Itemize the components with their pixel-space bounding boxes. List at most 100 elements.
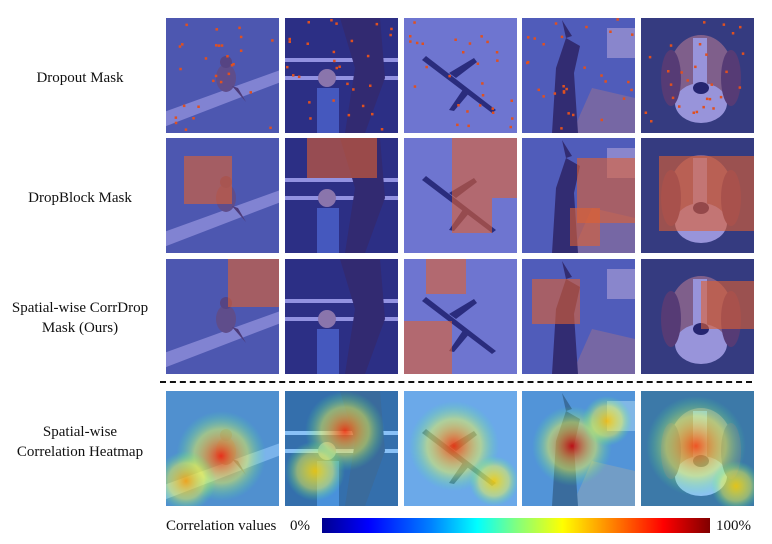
cell-image — [166, 391, 279, 506]
dropped-unit — [215, 44, 218, 47]
dropped-unit — [174, 121, 178, 125]
dropped-unit — [705, 97, 709, 101]
dropped-unit — [680, 71, 683, 74]
dropped-unit — [352, 88, 355, 91]
dropped-unit — [600, 118, 603, 122]
cell-image — [285, 391, 398, 506]
dropped-unit — [332, 50, 336, 54]
dropped-unit — [457, 104, 460, 107]
dropped-unit — [678, 105, 681, 108]
dropped-unit — [219, 80, 223, 84]
dropped-unit — [725, 70, 728, 74]
dropped-unit — [695, 110, 699, 114]
dropped-unit — [307, 21, 310, 24]
dropped-unit — [308, 101, 311, 104]
dropped-unit — [185, 23, 188, 27]
dropped-block — [532, 279, 580, 324]
dropped-unit — [562, 85, 565, 88]
photo-subject — [285, 259, 398, 374]
dropped-unit — [361, 104, 365, 108]
figure-cell — [166, 259, 279, 374]
heatmap-spot — [285, 441, 345, 501]
cell-image — [522, 138, 635, 253]
dropped-unit — [220, 44, 224, 47]
figure-cell — [285, 138, 398, 253]
dropped-unit — [731, 32, 735, 35]
dropped-unit — [648, 55, 652, 59]
dropped-unit — [178, 45, 182, 48]
dropped-unit — [553, 92, 557, 95]
dropped-unit — [413, 21, 416, 24]
dropped-unit — [389, 33, 392, 37]
dropped-unit — [686, 79, 689, 82]
dropped-unit — [448, 74, 451, 78]
dropped-unit — [346, 82, 349, 86]
dropped-unit — [230, 64, 234, 67]
dropped-unit — [671, 96, 675, 100]
dropped-unit — [481, 94, 485, 97]
dropped-unit — [415, 41, 419, 45]
dropped-unit — [350, 39, 354, 43]
dropped-unit — [462, 51, 465, 54]
dropped-unit — [335, 22, 338, 25]
dropped-unit — [712, 107, 715, 110]
cell-image — [641, 391, 754, 506]
figure-cell — [285, 259, 398, 374]
row-label-heatmap: Spatial-wise Correlation Heatmap — [16, 424, 144, 460]
cell-image — [404, 259, 517, 374]
cell-image — [285, 18, 398, 133]
row-label-corrdrop: Spatial-wise CorrDrop Mask (Ours) — [11, 300, 149, 336]
dropped-unit — [330, 19, 333, 22]
dropped-unit — [631, 33, 634, 36]
photo-subject — [404, 18, 517, 133]
cell-image — [522, 391, 635, 506]
colorbar — [322, 518, 710, 533]
dropped-block — [184, 156, 232, 204]
figure-cell — [166, 18, 279, 133]
dropped-unit — [738, 86, 742, 89]
dropped-unit — [309, 117, 312, 120]
dropped-block — [426, 259, 466, 294]
cell-image — [166, 259, 279, 374]
cell-image — [166, 18, 279, 133]
row-label-dropblock: DropBlock Mask — [28, 190, 132, 206]
dropped-unit — [481, 82, 484, 85]
dropped-unit — [297, 75, 301, 79]
cell-image — [522, 18, 635, 133]
figure-cell — [404, 138, 517, 253]
photo-subject — [166, 18, 279, 133]
dropped-unit — [239, 49, 243, 52]
figure-cell — [641, 391, 754, 506]
figure-cell — [166, 391, 279, 506]
dropped-unit — [347, 113, 351, 117]
dropped-unit — [491, 111, 495, 114]
dropped-unit — [292, 74, 295, 77]
dropped-unit — [510, 99, 513, 102]
dropped-unit — [288, 37, 291, 41]
dropped-block — [701, 281, 754, 329]
row-label-dropout: Dropout Mask — [36, 70, 124, 86]
dropped-unit — [669, 44, 673, 47]
dropped-unit — [338, 65, 341, 68]
dropped-unit — [722, 23, 726, 26]
dropped-unit — [627, 80, 630, 84]
dropped-unit — [238, 26, 241, 30]
cell-image — [641, 138, 754, 253]
mask-overlay — [166, 18, 279, 133]
figure-cell — [641, 138, 754, 253]
dropped-unit — [703, 21, 706, 24]
figure-cell — [522, 138, 635, 253]
dropped-unit — [710, 83, 713, 86]
dropped-unit — [533, 37, 536, 40]
dropped-unit — [226, 55, 229, 58]
dropped-unit — [249, 91, 252, 94]
heatmap-spot — [166, 451, 216, 506]
dropped-unit — [650, 120, 653, 123]
dropped-unit — [609, 30, 612, 33]
dropped-block — [228, 259, 279, 307]
dropped-unit — [486, 40, 489, 44]
dropped-unit — [184, 128, 188, 131]
dropped-unit — [179, 67, 182, 71]
cell-image — [404, 391, 517, 506]
figure-cell — [404, 18, 517, 133]
